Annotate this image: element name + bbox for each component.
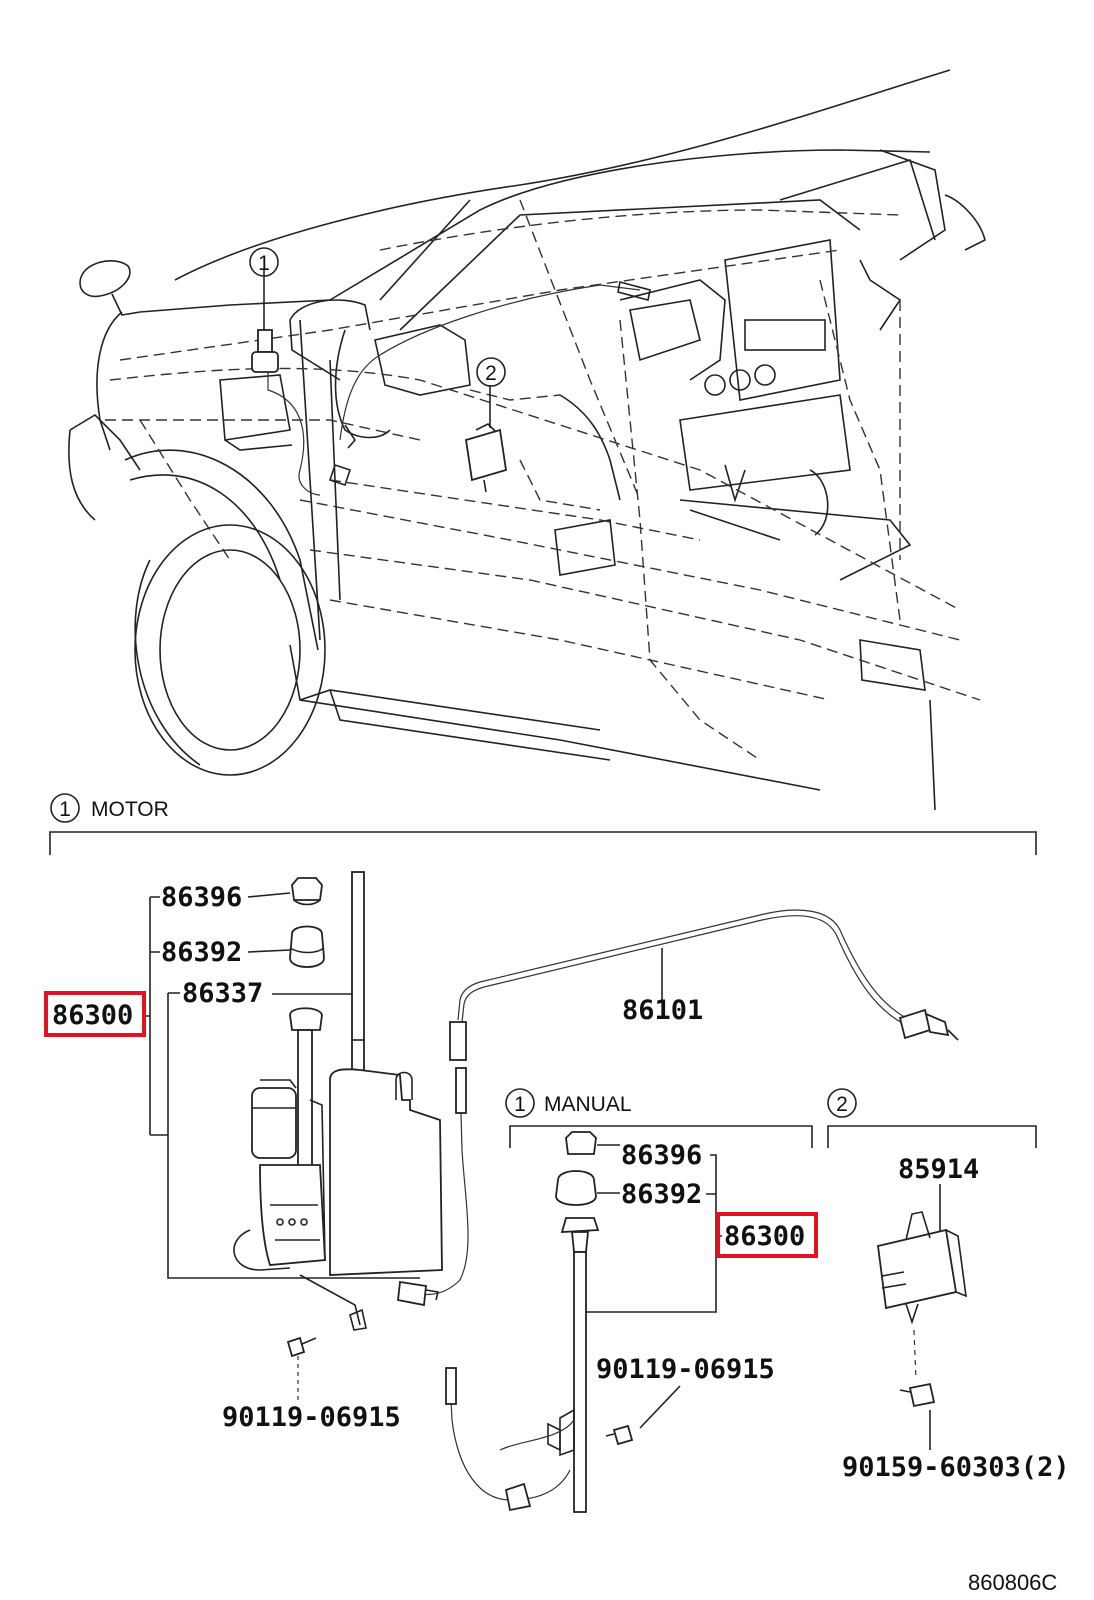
svg-text:1: 1 [59,798,71,821]
part-label-motor-cap: 86396 [161,882,242,913]
vehicle-illustration [68,69,986,811]
manual-cap-part [565,1131,597,1155]
part-label-motor-assy: 86300 [52,1000,133,1031]
part-label-manual-assy: 86300 [724,1221,805,1252]
motor-rod-part [351,871,365,1073]
part-label-manual-bolt: 90119-06915 [596,1354,775,1385]
part-label-relay-bolt: 90159-60303(2) [842,1452,1070,1483]
part-label-manual-nut: 86392 [621,1179,702,1210]
manual-nut-part [555,1170,597,1206]
part-label-relay: 85914 [898,1154,979,1185]
svg-text:2: 2 [485,362,497,385]
callout-1: 1 [249,247,279,277]
antenna-cable [397,909,959,1307]
motor-bolt-part [286,1336,317,1402]
part-label-manual-cap: 86396 [621,1140,702,1171]
section-motor-header: 1 MOTOR [49,793,1037,855]
section-relay-header: 2 [827,1088,1037,1148]
motor-nut-part [289,925,325,968]
svg-text:MOTOR: MOTOR [91,798,169,821]
svg-text:2: 2 [836,1093,848,1116]
manual-assy-highlight [716,1212,818,1258]
relay-part [877,1211,967,1381]
figure-code: 860806C [968,1570,1057,1595]
manual-antenna-part [445,1217,600,1513]
motor-cap-part [291,877,323,906]
svg-text:1: 1 [258,252,270,275]
callout-2: 2 [476,357,506,387]
section-manual-header: 1 MANUAL [505,1088,813,1148]
motor-assy-bracket [144,896,168,1136]
part-label-motor-bolt: 90119-06915 [222,1402,401,1433]
motor-assy-highlight [44,991,146,1037]
manual-bolt-part [605,1424,634,1446]
part-label-motor-rod: 86337 [182,978,263,1009]
motor-unit [233,1007,443,1331]
svg-text:MANUAL: MANUAL [544,1093,632,1116]
part-label-motor-nut: 86392 [161,937,242,968]
svg-text:1: 1 [514,1093,526,1116]
part-label-cable: 86101 [622,995,703,1026]
relay-bolt-part [899,1382,936,1450]
